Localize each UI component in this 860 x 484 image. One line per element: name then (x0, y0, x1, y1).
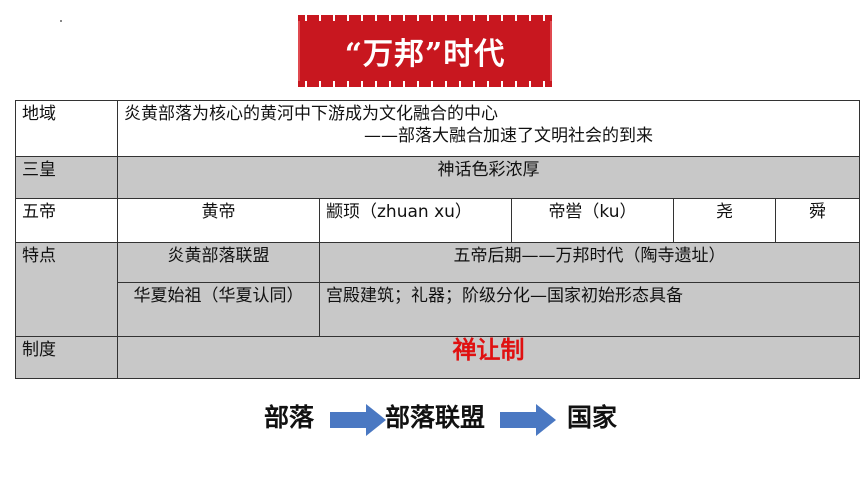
title-banner: “万邦”时代 (298, 15, 552, 87)
label-region: 地域 (15, 100, 118, 157)
features-left-1: 炎黄部落联盟 (117, 242, 320, 283)
row-system: 制度 禅让制 (15, 336, 860, 379)
right-arrow-icon (500, 404, 556, 436)
label-features: 特点 (15, 242, 118, 337)
system-value-cell: 禅让制 (116, 336, 860, 379)
label-three-sovereigns: 三皇 (15, 156, 118, 199)
region-line-2: ——部落大融合加速了文明社会的到来 (364, 126, 654, 146)
era-table: 地域 炎黄部落为核心的黄河中下游成为文化融合的中心 ——部落大融合加速了文明社会… (15, 100, 860, 379)
label-five-emperors: 五帝 (15, 198, 118, 243)
features-right-1: 五帝后期——万邦时代（陶寺遗址） (318, 242, 860, 283)
row-features-1: 特点 炎黄部落联盟 五帝后期——万邦时代（陶寺遗址） (15, 242, 860, 337)
decorative-dot (60, 20, 62, 22)
row-features-2: 华夏始祖（华夏认同） 宫殿建筑；礼器；阶级分化—国家初始形态具备 (16, 282, 860, 337)
emperor-cell-5: 舜 (774, 198, 860, 243)
emperor-cell-4: 尧 (673, 198, 776, 243)
features-left-2: 华夏始祖（华夏认同） (117, 282, 320, 337)
row-five-emperors: 五帝 黄帝 颛顼（zhuan xu） 帝喾（ku） 尧 舜 (15, 198, 860, 243)
emperor-cell-1: 黄帝 (117, 198, 320, 243)
emperor-cell-3: 帝喾（ku） (511, 198, 674, 243)
row-three-sovereigns: 三皇 神话色彩浓厚 (15, 156, 860, 199)
emperor-cell-2: 颛顼（zhuan xu） (319, 198, 512, 243)
region-content: 炎黄部落为核心的黄河中下游成为文化融合的中心 ——部落大融合加速了文明社会的到来 (116, 100, 860, 157)
system-value: 禅让制 (452, 336, 525, 364)
banner-edge-top (298, 15, 552, 21)
page-title: “万邦”时代 (344, 37, 506, 72)
evolution-flow: 部落 部落联盟 国家 (0, 398, 860, 442)
region-line-1: 炎黄部落为核心的黄河中下游成为文化融合的中心 (124, 104, 498, 124)
row-region: 地域 炎黄部落为核心的黄河中下游成为文化融合的中心 ——部落大融合加速了文明社会… (15, 100, 860, 157)
banner-edge-bottom (298, 81, 552, 87)
three-sovereigns-value: 神话色彩浓厚 (116, 156, 860, 199)
flow-step-state: 国家 (567, 403, 618, 432)
features-right-2: 宫殿建筑；礼器；阶级分化—国家初始形态具备 (318, 282, 860, 337)
flow-step-alliance: 部落联盟 (385, 403, 486, 432)
right-arrow-icon (330, 404, 386, 436)
label-system: 制度 (15, 336, 118, 379)
flow-step-tribe: 部落 (264, 403, 315, 432)
